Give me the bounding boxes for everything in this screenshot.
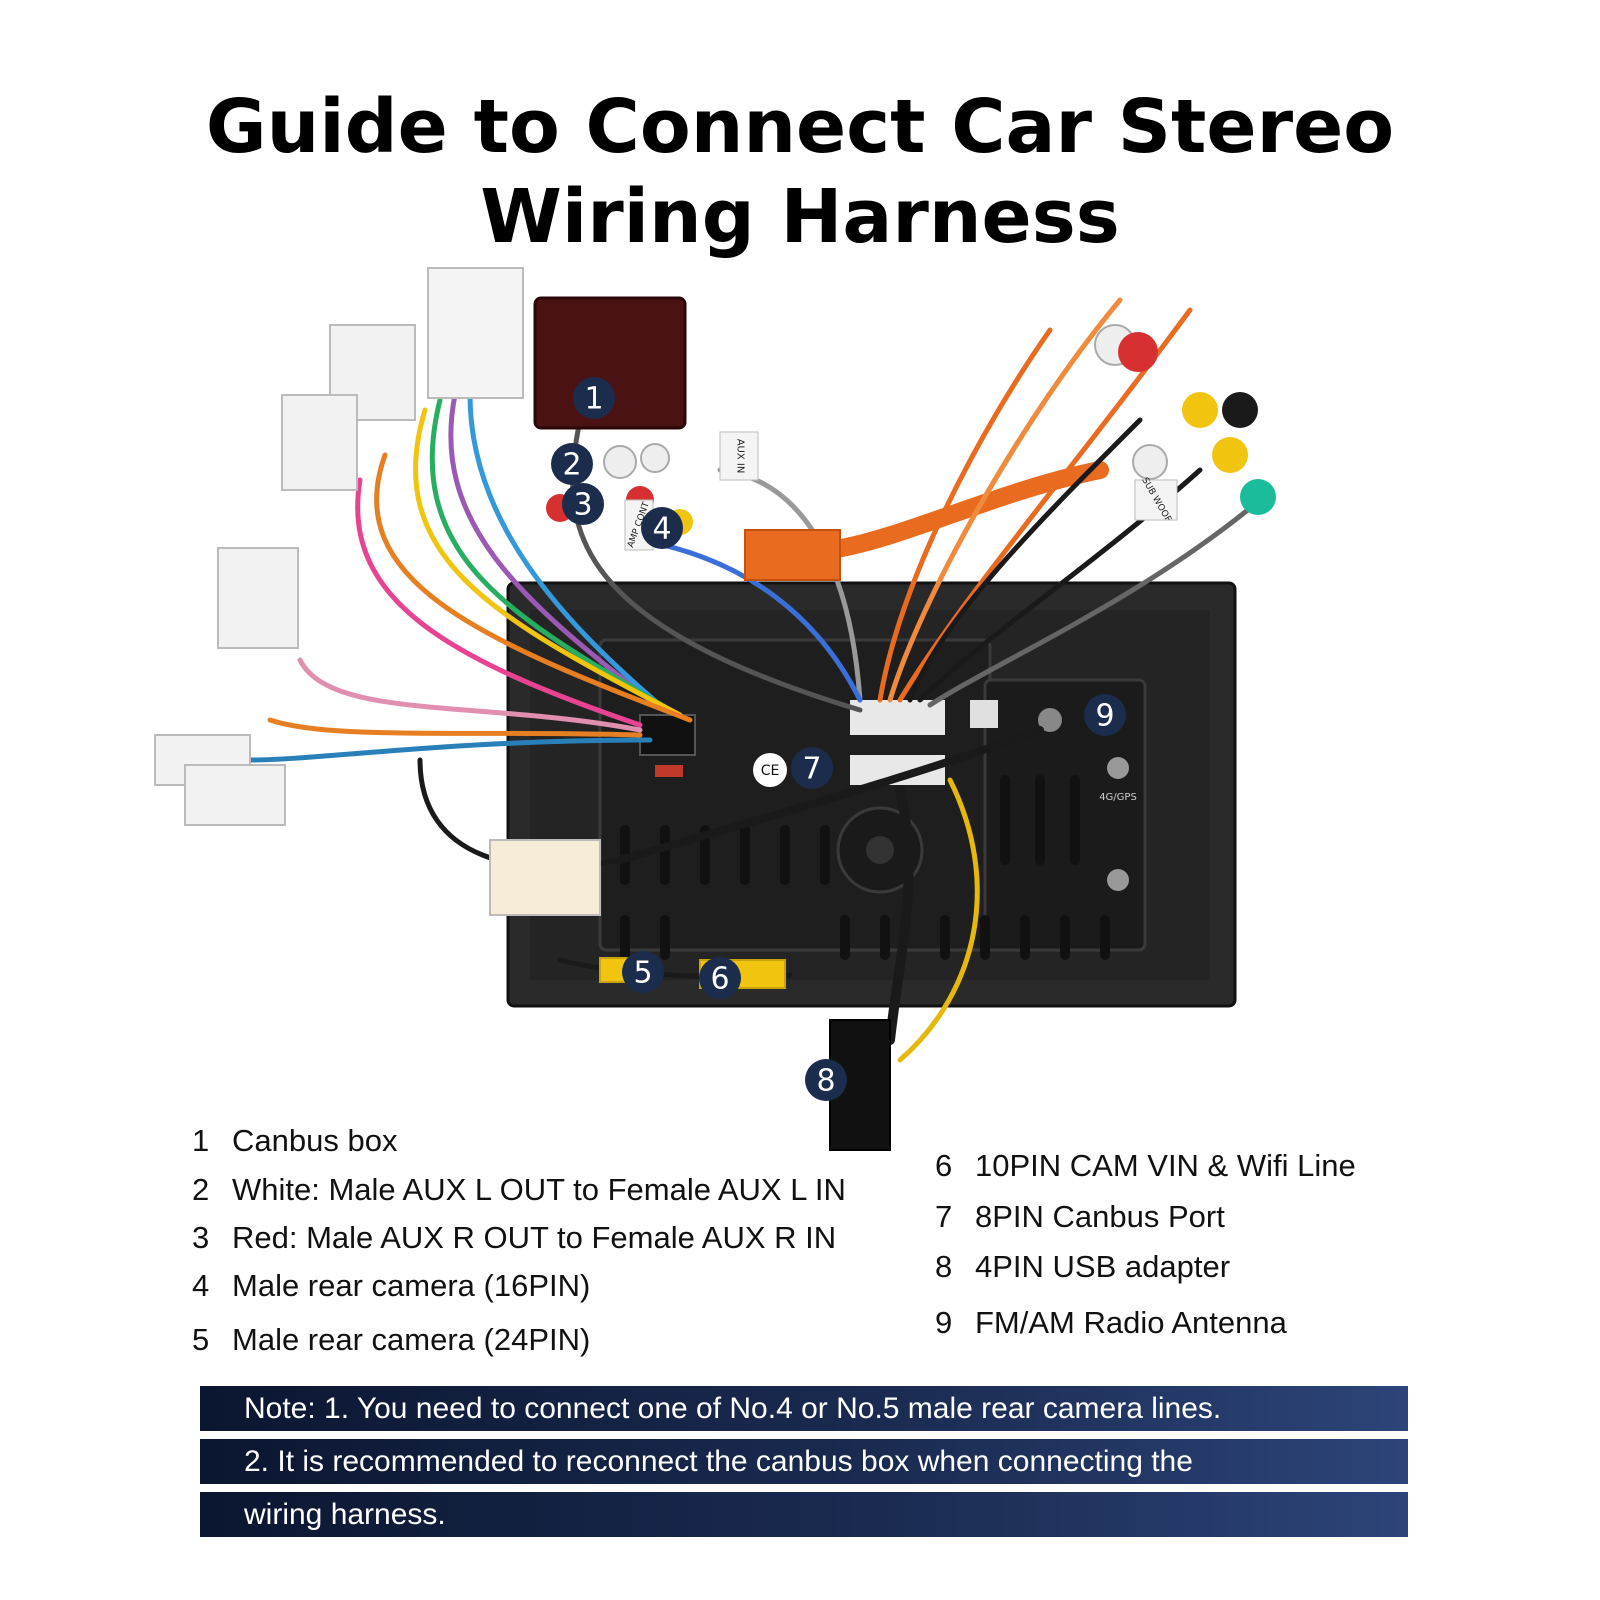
legend-text: 10PIN CAM VIN & Wifi Line — [975, 1148, 1356, 1183]
legend-number: 9 — [935, 1305, 953, 1340]
legend-item-8: 8 4PIN USB adapter — [935, 1249, 1230, 1285]
legend-item-3: 3 Red: Male AUX R OUT to Female AUX R IN — [192, 1220, 836, 1256]
legend-item-6: 6 10PIN CAM VIN & Wifi Line — [935, 1148, 1356, 1184]
legend-number: 2 — [192, 1172, 210, 1207]
legend-text: Male rear camera (24PIN) — [232, 1322, 591, 1357]
legend-item-5: 5 Male rear camera (24PIN) — [192, 1322, 590, 1358]
marker-9-number: 9 — [1095, 699, 1114, 734]
legend-text: 4PIN USB adapter — [975, 1249, 1231, 1284]
wire-bundle — [247, 297, 1263, 1063]
legend-number: 4 — [192, 1268, 210, 1303]
marker-6-number: 6 — [710, 962, 729, 997]
marker-7: 7 — [791, 747, 833, 789]
legend-number: 6 — [935, 1148, 953, 1183]
legend-text: 8PIN Canbus Port — [975, 1199, 1225, 1234]
marker-5-number: 5 — [633, 956, 652, 991]
legend-text: FM/AM Radio Antenna — [975, 1305, 1287, 1340]
marker-8: 8 — [805, 1059, 847, 1101]
note-line-3: wiring harness. — [200, 1492, 1408, 1537]
legend-item-4: 4 Male rear camera (16PIN) — [192, 1268, 590, 1304]
note-line-1: Note: 1. You need to connect one of No.4… — [200, 1386, 1408, 1431]
legend-number: 5 — [192, 1322, 210, 1357]
note-line-2: 2. It is recommended to reconnect the ca… — [200, 1439, 1408, 1484]
legend-item-2: 2 White: Male AUX L OUT to Female AUX L I… — [192, 1172, 846, 1208]
marker-8-number: 8 — [816, 1064, 835, 1099]
marker-2: 2 — [551, 443, 593, 485]
legend-item-1: 1 Canbus box — [192, 1123, 397, 1159]
legend-number: 1 — [192, 1123, 210, 1158]
ce-mark: CE — [761, 763, 780, 779]
legend-text: Red: Male AUX R OUT to Female AUX R IN — [232, 1220, 837, 1255]
page-title-line-2: Wiring Harness — [480, 174, 1120, 260]
legend-number: 8 — [935, 1249, 953, 1284]
marker-5: 5 — [622, 951, 664, 993]
legend-text: Male rear camera (16PIN) — [232, 1268, 591, 1303]
legend-text: White: Male AUX L OUT to Female AUX L IN — [232, 1172, 846, 1207]
marker-7-number: 7 — [802, 752, 821, 787]
page-title-line-1: Guide to Connect Car Stereo — [205, 84, 1395, 170]
marker-9: 9 — [1084, 694, 1126, 736]
marker-1: 1 — [573, 377, 615, 419]
aux-in-tag: AUX IN — [735, 439, 746, 474]
legend-number: 7 — [935, 1199, 953, 1234]
marker-1-number: 1 — [584, 382, 603, 417]
marker-3: 3 — [562, 483, 604, 525]
marker-6: 6 — [699, 957, 741, 999]
marker-2-number: 2 — [562, 448, 581, 483]
gps-port-label: 4G/GPS — [1099, 792, 1137, 803]
stereo-head-unit: CE 4G/GPS — [506, 581, 1237, 1008]
legend-item-7: 7 8PIN Canbus Port — [935, 1199, 1225, 1235]
legend-text: Canbus box — [232, 1123, 398, 1158]
marker-4-number: 4 — [652, 512, 671, 547]
marker-4: 4 — [641, 507, 683, 549]
canbus-box — [533, 296, 687, 430]
legend-number: 3 — [192, 1220, 210, 1255]
marker-3-number: 3 — [573, 488, 592, 523]
legend-item-9: 9 FM/AM Radio Antenna — [935, 1305, 1287, 1341]
